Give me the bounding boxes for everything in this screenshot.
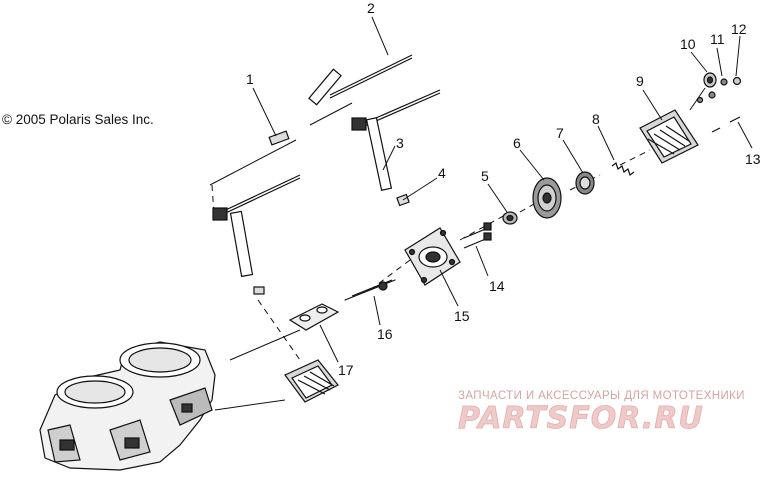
- engine-block: [39, 341, 216, 471]
- callout-3: 3: [396, 135, 404, 151]
- callout-13: 13: [745, 151, 761, 167]
- callout-1: 1: [246, 71, 254, 87]
- callout-17: 17: [338, 362, 354, 378]
- nut-part-5: [502, 211, 518, 225]
- callout-11: 11: [710, 31, 725, 47]
- diaphragm-part-6: [532, 177, 562, 219]
- callout-4: 4: [438, 165, 446, 181]
- fittings-parts-10-12: [696, 72, 742, 104]
- gasket-part-17: [288, 303, 340, 331]
- leader-lines: [252, 16, 753, 363]
- pump-cover-lower: [284, 359, 339, 403]
- callout-9: 9: [636, 73, 644, 89]
- watermark-brand: PARTSFOR.RU: [458, 401, 704, 436]
- copyright-notice: © 2005 Polaris Sales Inc.: [2, 112, 154, 127]
- spring-part-8: [611, 162, 635, 176]
- callout-16: 16: [377, 326, 393, 342]
- callout-14: 14: [489, 278, 505, 294]
- pump-body-part-15: [404, 227, 461, 286]
- watermark-subtitle: ЗАПЧАСТИ И АКСЕССУАРЫ ДЛЯ МОТОТЕХНИКИ: [458, 390, 745, 402]
- callout-labels: 1 2 3 4 5 6 7 8 9 10 11 12 13 14 15 16 1…: [246, 0, 761, 378]
- screws-part-13: [711, 116, 741, 133]
- callout-8: 8: [592, 111, 600, 127]
- washer-part-7: [575, 171, 595, 195]
- callout-5: 5: [481, 168, 489, 184]
- pump-cover-part-9: [639, 87, 706, 164]
- callout-7: 7: [556, 125, 564, 141]
- shaft-part-16: [344, 279, 396, 301]
- watermark: ЗАПЧАСТИ И АКСЕССУАРЫ ДЛЯ МОТОТЕХНИКИ PA…: [458, 390, 745, 436]
- callout-10: 10: [680, 36, 696, 52]
- cable-assembly: [212, 54, 441, 295]
- callout-15: 15: [454, 308, 470, 324]
- bolts-part-14: [463, 222, 492, 249]
- callout-12: 12: [731, 21, 747, 37]
- callout-6: 6: [513, 135, 521, 151]
- callout-2: 2: [367, 0, 375, 16]
